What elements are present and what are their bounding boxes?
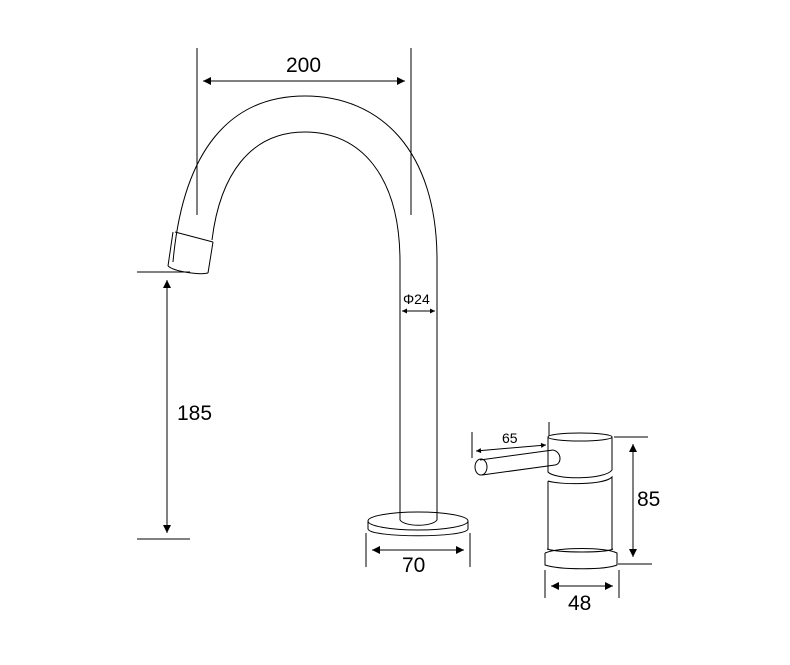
dim-spout-reach: 200 <box>286 54 322 77</box>
spout <box>167 95 469 537</box>
dim-mixer-height: 85 <box>637 488 661 511</box>
dim-base-diameter: 70 <box>402 554 426 577</box>
dimension-lines <box>137 48 652 598</box>
mixer <box>474 432 618 570</box>
dim-mixer-diameter: 48 <box>568 592 592 615</box>
dim-handle-length: 65 <box>502 430 518 446</box>
dim-outlet-height: 185 <box>177 402 213 425</box>
dim-spout-diameter: Φ24 <box>403 291 430 307</box>
